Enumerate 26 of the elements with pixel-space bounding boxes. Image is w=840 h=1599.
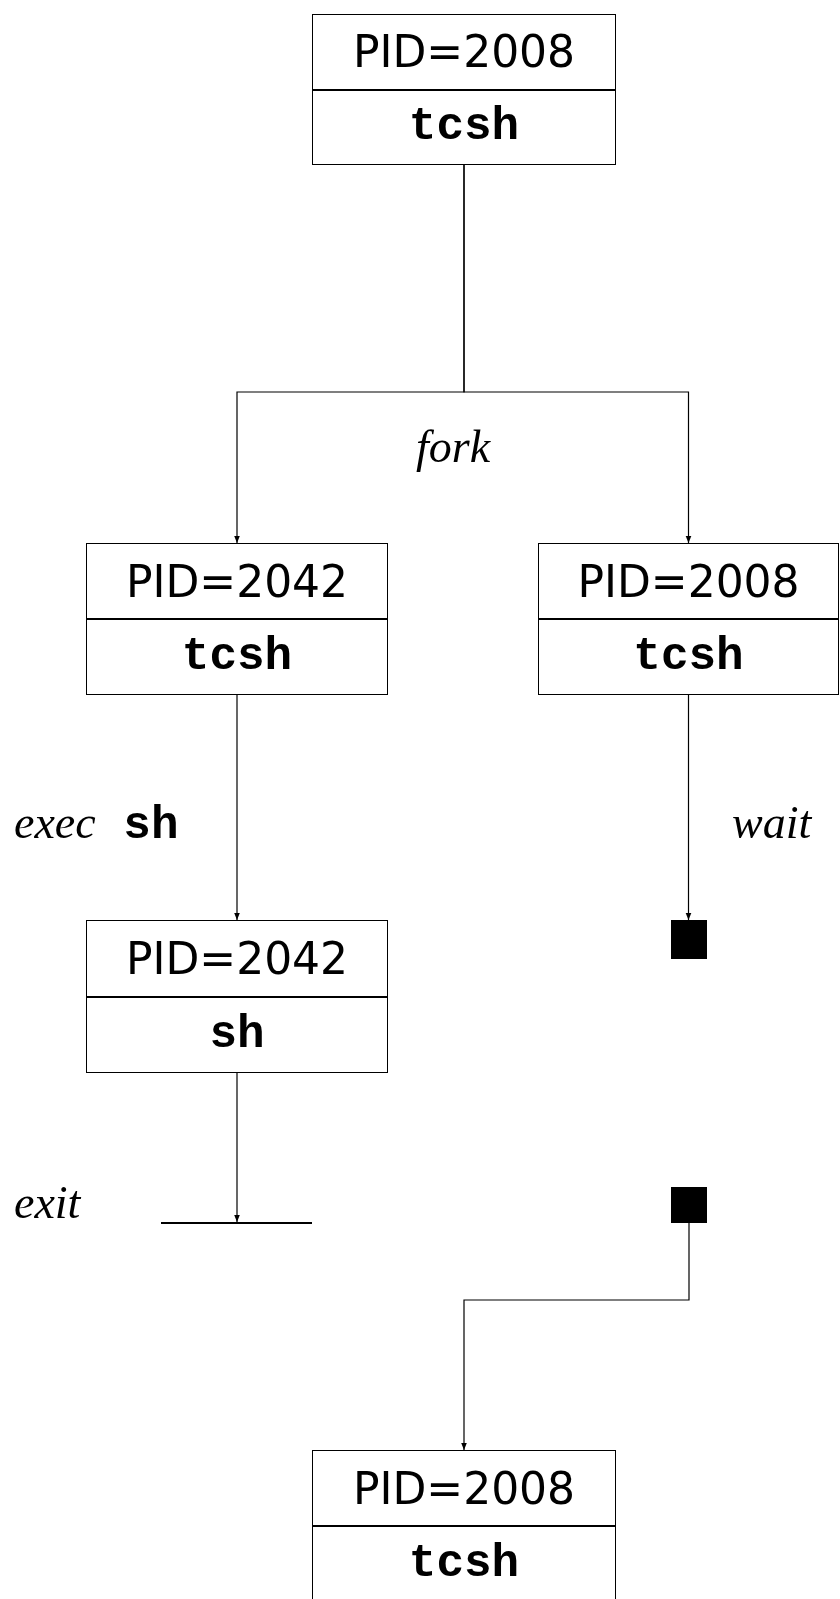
process-box bbox=[538, 543, 839, 695]
edge-label: exit bbox=[14, 1176, 81, 1229]
process-name: tcsh bbox=[313, 88, 615, 164]
arrow bbox=[463, 164, 692, 544]
arrow bbox=[234, 1072, 240, 1223]
edge-label: exec sh bbox=[14, 796, 179, 852]
process-name: sh bbox=[87, 995, 387, 1072]
arrow bbox=[685, 694, 692, 921]
process-id: PID=2008 bbox=[351, 25, 577, 80]
process-id: PID=2042 bbox=[124, 931, 350, 986]
process-name: tcsh bbox=[313, 1525, 615, 1599]
process-box bbox=[312, 1450, 616, 1599]
arrow bbox=[234, 694, 240, 921]
process-name: tcsh bbox=[539, 618, 838, 694]
stop-square bbox=[671, 920, 707, 959]
process-box bbox=[312, 14, 616, 165]
arrow bbox=[461, 1222, 690, 1451]
edge-label: wait bbox=[732, 796, 812, 849]
edge-label: fork bbox=[416, 420, 491, 473]
stop-square bbox=[671, 1187, 707, 1223]
process-name: tcsh bbox=[87, 618, 387, 694]
process-id: PID=2008 bbox=[351, 1461, 577, 1516]
process-box bbox=[86, 920, 388, 1073]
process-box bbox=[86, 543, 388, 695]
process-id: PID=2008 bbox=[576, 554, 801, 609]
process-id: PID=2042 bbox=[124, 554, 350, 609]
